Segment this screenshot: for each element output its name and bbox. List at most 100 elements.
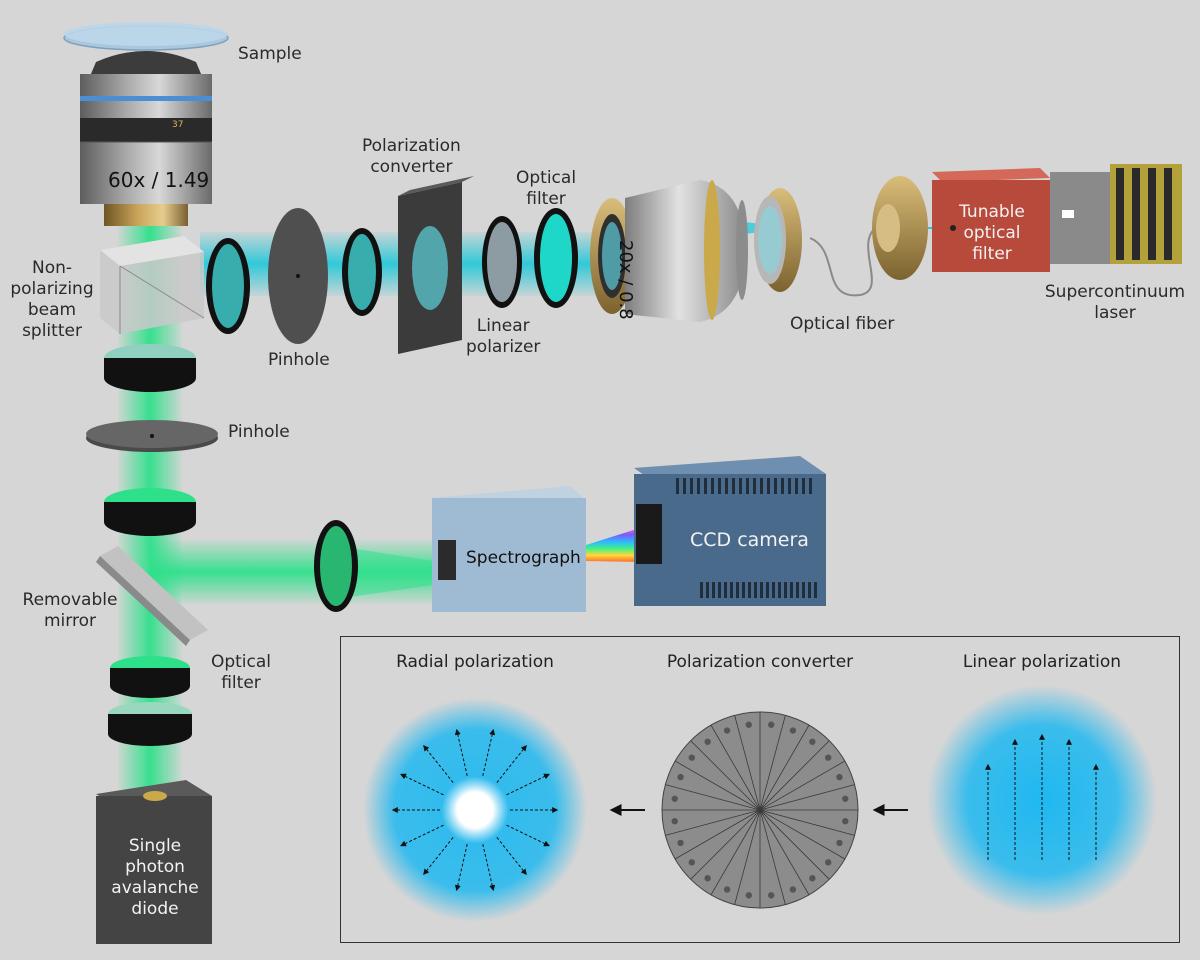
pinhole-disc-1 [268, 208, 328, 344]
ccd-vent [739, 478, 742, 494]
converter-segment-mark [768, 721, 775, 728]
converter-segment-line [759, 809, 830, 880]
ccd-vent [718, 478, 721, 494]
pinhole-top-label: Pinhole [268, 350, 330, 370]
converter-segment-line [759, 809, 855, 836]
ccd-vent [712, 582, 715, 598]
sample-label: Sample [238, 44, 302, 64]
ccd-vent [772, 582, 775, 598]
radial-arrow [506, 824, 550, 847]
converter-segment-mark [825, 859, 832, 866]
ccd-camera-box [634, 456, 826, 606]
radial-arrow [454, 844, 468, 892]
converter-segment-mark [745, 721, 752, 728]
fiber-collimator [872, 176, 928, 280]
ccd-vent [711, 478, 714, 494]
converter-segment-mark [836, 773, 843, 781]
converter-segment-line [734, 715, 761, 811]
objective-20x-label: 20x / 0.8 [615, 240, 636, 320]
ccd-vent [753, 478, 756, 494]
radial-arrow [400, 773, 444, 796]
radial-arrow [482, 728, 496, 776]
polarization-inset-frame [340, 636, 1180, 943]
removable-mirror-plate [96, 546, 208, 646]
ccd-vent [704, 478, 707, 494]
ccd-vent [795, 478, 798, 494]
converter-segment-line [710, 809, 761, 896]
lens-ring-4 [104, 488, 196, 536]
ccd-vent [730, 582, 733, 598]
ccd-vent [760, 478, 763, 494]
converter-segment-line [674, 760, 761, 811]
ccd-vent [718, 582, 721, 598]
optical-filter-bottom [110, 656, 190, 698]
inset-title-radial: Radial polarization [396, 652, 554, 672]
ccd-vent [808, 582, 811, 598]
converter-segment-mark [842, 818, 849, 825]
radial-arrow [400, 824, 444, 847]
linear-polarization-arrows [985, 733, 1099, 860]
ccd-vent [676, 478, 679, 494]
optical-fiber-label: Optical fiber [790, 314, 895, 334]
radial-arrow [496, 837, 527, 876]
converter-segment-mark [836, 839, 843, 847]
ccd-vent [796, 582, 799, 598]
ccd-vent [781, 478, 784, 494]
ccd-vent [732, 478, 735, 494]
supercontinuum-laser [1050, 164, 1182, 264]
converter-segment-line [759, 809, 786, 905]
converter-segment-mark [723, 727, 731, 734]
ccd-vent [724, 582, 727, 598]
radial-beam-glow [363, 698, 587, 922]
beam-splitter-cube [100, 236, 205, 334]
converter-segment-mark [704, 875, 711, 882]
radial-arrow [496, 744, 527, 783]
spectrograph-box [432, 486, 586, 612]
converter-segment-mark [809, 875, 816, 882]
radial-arrow [454, 728, 468, 776]
ccd-vent [788, 478, 791, 494]
radial-arrow [423, 744, 454, 783]
lens-ring-6 [314, 520, 358, 612]
converter-segment-mark [789, 886, 797, 893]
ccd-vent [690, 478, 693, 494]
ccd-vent [725, 478, 728, 494]
ccd-vent [784, 582, 787, 598]
inset-title-linear: Linear polarization [962, 652, 1122, 672]
converter-segment-mark [704, 738, 711, 745]
spad-box [96, 780, 212, 944]
converter-segment-mark [825, 754, 832, 761]
ccd-vent [683, 478, 686, 494]
converter-segment-mark [677, 839, 684, 847]
converter-segment-mark [671, 818, 678, 825]
fiber-coupler-lens [754, 188, 802, 292]
ccd-vent [746, 478, 749, 494]
optical-filter-top [534, 208, 578, 308]
converter-segment-mark [688, 859, 695, 866]
converter-segment-lines [662, 712, 858, 908]
ccd-vent [766, 582, 769, 598]
converter-segment-mark [789, 727, 797, 734]
spectrograph-label: Spectrograph [466, 548, 581, 568]
ccd-camera-label: CCD camera [690, 529, 809, 551]
converter-segment-line [759, 724, 810, 811]
converter-segment-mark [677, 773, 684, 781]
inset-graphics [363, 685, 1157, 922]
ccd-vent [774, 478, 777, 494]
lens-ring-3 [104, 344, 196, 392]
ccd-vent [706, 582, 709, 598]
converter-segment-line [759, 715, 786, 811]
converter-segment-line [665, 784, 761, 811]
ccd-vent [814, 582, 817, 598]
optical-fiber-cable [809, 224, 881, 297]
linear-polarizer [482, 216, 522, 308]
inset-title-converter: Polarization converter [666, 652, 854, 672]
radial-polarization-arrows [391, 728, 559, 892]
pinhole-mid-label: Pinhole [228, 422, 290, 442]
